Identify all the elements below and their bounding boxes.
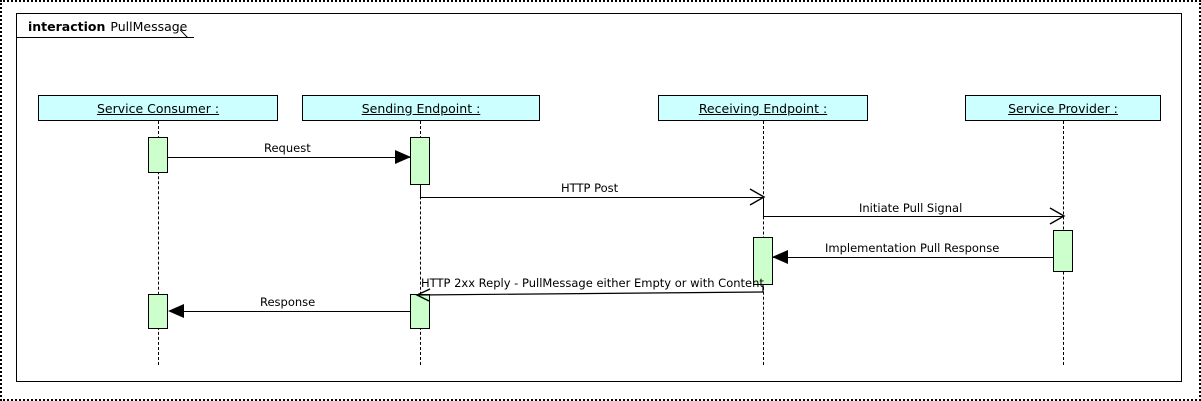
message-label-initiate-pull-signal: Initiate Pull Signal (859, 201, 963, 215)
frame-tab-corner-cut (180, 13, 206, 38)
lifeline-head-sending-endpoint[interactable]: Sending Endpoint : (302, 95, 540, 121)
lifeline-service-consumer (158, 121, 159, 365)
activation-bar-service-provider-1 (1053, 230, 1073, 272)
message-line-request (168, 157, 410, 158)
activation-bar-sending-endpoint-1 (410, 137, 430, 185)
activation-bar-service-consumer-1 (148, 137, 168, 173)
message-line-response (178, 311, 410, 312)
message-line-http-2xx-reply (415, 285, 764, 302)
activation-bar-service-consumer-2 (148, 294, 168, 329)
frame-keyword: interaction (28, 19, 106, 34)
message-label-implementation-pull-response: Implementation Pull Response (825, 241, 1000, 255)
lifeline-head-service-consumer[interactable]: Service Consumer : (38, 95, 278, 121)
frame-tab-bottom-edge (16, 37, 194, 38)
frame-name: PullMessage (110, 19, 188, 34)
message-line-http-post (420, 197, 763, 198)
message-drop-sending-endpoint-1 (420, 185, 421, 197)
message-label-request: Request (264, 141, 311, 155)
lifeline-head-receiving-endpoint[interactable]: Receiving Endpoint : (658, 95, 868, 121)
arrowhead-response-icon (168, 304, 184, 318)
message-label-response: Response (260, 295, 316, 309)
message-drop-receiving-endpoint-1 (763, 197, 764, 216)
arrowhead-request-icon (395, 150, 411, 164)
activation-bar-receiving-endpoint-1 (753, 237, 773, 285)
lifeline-head-service-provider[interactable]: Service Provider : (965, 95, 1161, 121)
message-line-initiate-pull-signal (763, 216, 1063, 217)
message-label-http-post: HTTP Post (561, 181, 619, 195)
message-label-http-2xx-reply: HTTP 2xx Reply - PullMessage either Empt… (421, 276, 764, 290)
message-line-implementation-pull-response (773, 257, 1053, 258)
lifeline-head-label: Sending Endpoint : (361, 100, 481, 116)
arrowhead-initiate-pull-signal-icon (1049, 207, 1066, 225)
arrowhead-implementation-pull-response-icon (772, 250, 788, 264)
lifeline-head-label: Service Provider : (1008, 100, 1118, 116)
lifeline-head-label: Service Consumer : (96, 100, 220, 116)
lifeline-sending-endpoint (420, 121, 421, 365)
lifeline-head-label: Receiving Endpoint : (698, 100, 828, 116)
arrowhead-http-post-icon (749, 188, 766, 206)
